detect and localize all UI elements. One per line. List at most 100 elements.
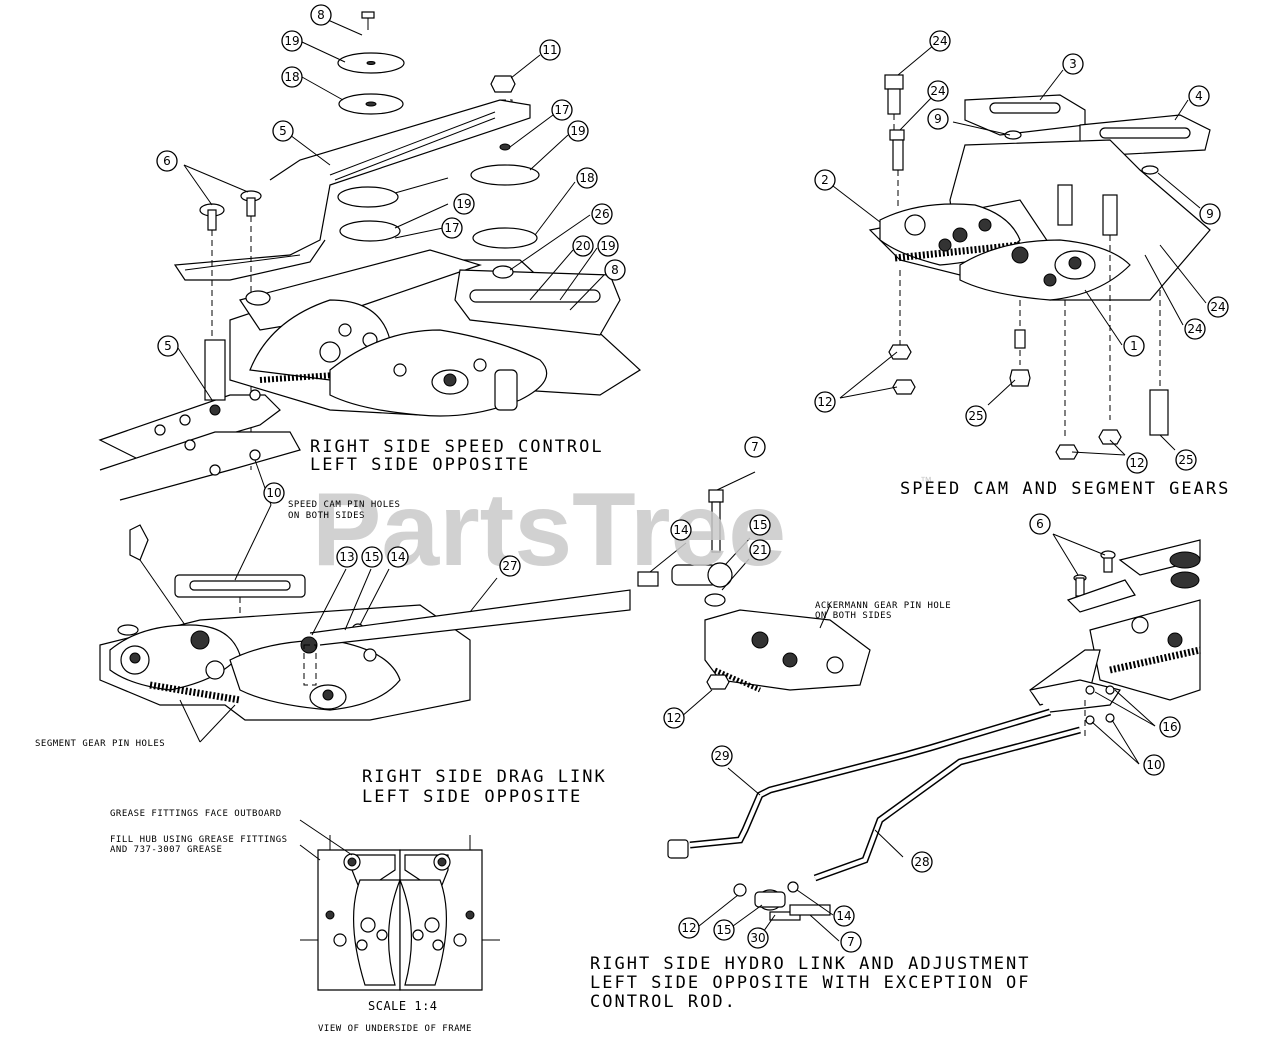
callout-circle: [713, 919, 735, 941]
callout-number: 25: [1178, 453, 1193, 467]
note-ackermann-1: ACKERMANN GEAR PIN HOLE: [815, 601, 951, 611]
callout-number: 16: [1162, 720, 1177, 734]
callout-number: 10: [1146, 758, 1161, 772]
callout-5: 5: [157, 335, 179, 357]
callout-circle: [678, 917, 700, 939]
speed-control-title-line2: LEFT SIDE OPPOSITE: [310, 455, 530, 475]
callout-circle: [281, 30, 303, 52]
callout-number: 8: [317, 8, 325, 22]
cam-gears-title: SPEED CAM AND SEGMENT GEARS: [900, 479, 1230, 499]
callout-24: 24: [1184, 318, 1206, 340]
callout-number: 3: [1069, 57, 1077, 71]
callout-21: 21: [749, 539, 771, 561]
callout-number: 6: [1036, 517, 1044, 531]
callout-10: 10: [263, 482, 285, 504]
callout-12: 12: [678, 917, 700, 939]
callout-number: 13: [339, 550, 354, 564]
callout-number: 12: [666, 711, 681, 725]
callout-number: 7: [847, 935, 855, 949]
callout-number: 24: [932, 34, 947, 48]
callout-17: 17: [441, 217, 463, 239]
callout-12: 12: [814, 391, 836, 413]
callout-5: 5: [272, 120, 294, 142]
callout-8: 8: [310, 4, 332, 26]
note-fill-hub-1: FILL HUB USING GREASE FITTINGS: [110, 835, 288, 845]
note-grease-fittings: GREASE FITTINGS FACE OUTBOARD: [110, 809, 282, 819]
callout-circle: [453, 193, 475, 215]
callout-circle: [833, 905, 855, 927]
callout-number: 19: [284, 34, 299, 48]
callout-circle: [157, 335, 179, 357]
note-underside: VIEW OF UNDERSIDE OF FRAME: [318, 1024, 472, 1034]
callout-circle: [1199, 203, 1221, 225]
callout-11: 11: [539, 39, 561, 61]
callout-24: 24: [1207, 296, 1229, 318]
callout-circle: [927, 108, 949, 130]
callout-number: 15: [716, 923, 731, 937]
callout-14: 14: [833, 905, 855, 927]
callout-25: 25: [1175, 449, 1197, 471]
callout-number: 9: [1206, 207, 1214, 221]
callout-15: 15: [749, 514, 771, 536]
callout-circle: [576, 167, 598, 189]
speed-control-assembly: [98, 11, 641, 501]
drag-link-assembly: [99, 489, 871, 721]
callout-circle: [749, 539, 771, 561]
callout-number: 15: [364, 550, 379, 564]
callout-number: 20: [575, 239, 590, 253]
callout-19: 19: [597, 235, 619, 257]
callout-number: 24: [1210, 300, 1225, 314]
callout-circle: [572, 235, 594, 257]
hydro-link-assembly: [667, 539, 1201, 921]
callout-number: 30: [750, 931, 765, 945]
callout-number: 25: [968, 409, 983, 423]
callout-26: 26: [591, 203, 613, 225]
underside-frame-view: [300, 835, 500, 991]
callout-circle: [749, 514, 771, 536]
callout-30: 30: [747, 927, 769, 949]
drag-link-title-line2: LEFT SIDE OPPOSITE: [362, 787, 582, 807]
callout-circle: [965, 405, 987, 427]
callout-number: 8: [611, 263, 619, 277]
callout-1: 1: [1123, 335, 1145, 357]
callout-number: 18: [579, 171, 594, 185]
callout-circle: [929, 30, 951, 52]
callout-10: 10: [1143, 754, 1165, 776]
callout-number: 17: [444, 221, 459, 235]
callout-number: 26: [594, 207, 609, 221]
callout-12: 12: [663, 707, 685, 729]
callout-circle: [263, 482, 285, 504]
note-speed-cam-pin-holes-2: ON BOTH SIDES: [288, 511, 365, 521]
callout-number: 5: [164, 339, 172, 353]
hydro-link-title-line2: LEFT SIDE OPPOSITE WITH EXCEPTION OF: [590, 973, 1030, 993]
callout-circle: [281, 66, 303, 88]
callout-9: 9: [927, 108, 949, 130]
callout-16: 16: [1159, 716, 1181, 738]
hydro-link-title-line3: CONTROL ROD.: [590, 992, 737, 1012]
callout-7: 7: [840, 931, 862, 953]
note-fill-hub-2: AND 737-3007 GREASE: [110, 845, 222, 855]
callout-3: 3: [1062, 53, 1084, 75]
callout-number: 29: [714, 749, 729, 763]
note-scale: SCALE 1:4: [368, 999, 438, 1013]
callout-25: 25: [965, 405, 987, 427]
callout-circle: [336, 546, 358, 568]
callout-number: 19: [570, 124, 585, 138]
callout-19: 19: [567, 120, 589, 142]
callout-circle: [551, 99, 573, 121]
callout-18: 18: [576, 167, 598, 189]
callout-number: 11: [542, 43, 557, 57]
callout-number: 18: [284, 70, 299, 84]
note-speed-cam-pin-holes-1: SPEED CAM PIN HOLES: [288, 500, 400, 510]
callout-8: 8: [604, 259, 626, 281]
callout-circle: [747, 927, 769, 949]
callout-number: 6: [163, 154, 171, 168]
callout-12: 12: [1126, 452, 1148, 474]
callout-24: 24: [927, 80, 949, 102]
callout-6: 6: [156, 150, 178, 172]
callout-number: 7: [751, 440, 759, 454]
callout-circle: [814, 391, 836, 413]
callout-number: 2: [821, 173, 829, 187]
callout-circle: [1159, 716, 1181, 738]
